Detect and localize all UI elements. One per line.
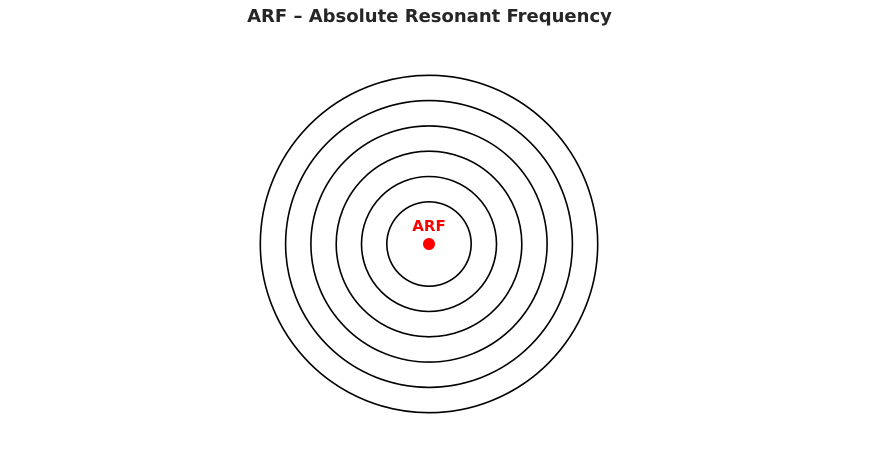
center-label: ARF (412, 217, 445, 235)
ring-1 (385, 201, 472, 288)
ring-5 (284, 99, 574, 389)
ring-6 (259, 74, 599, 414)
ring-3 (335, 150, 523, 338)
center-dot (423, 238, 435, 250)
diagram-title: ARF – Absolute Resonant Frequency (247, 6, 612, 27)
ring-4 (310, 125, 548, 363)
ring-2 (360, 175, 498, 313)
rings-group (259, 74, 599, 414)
